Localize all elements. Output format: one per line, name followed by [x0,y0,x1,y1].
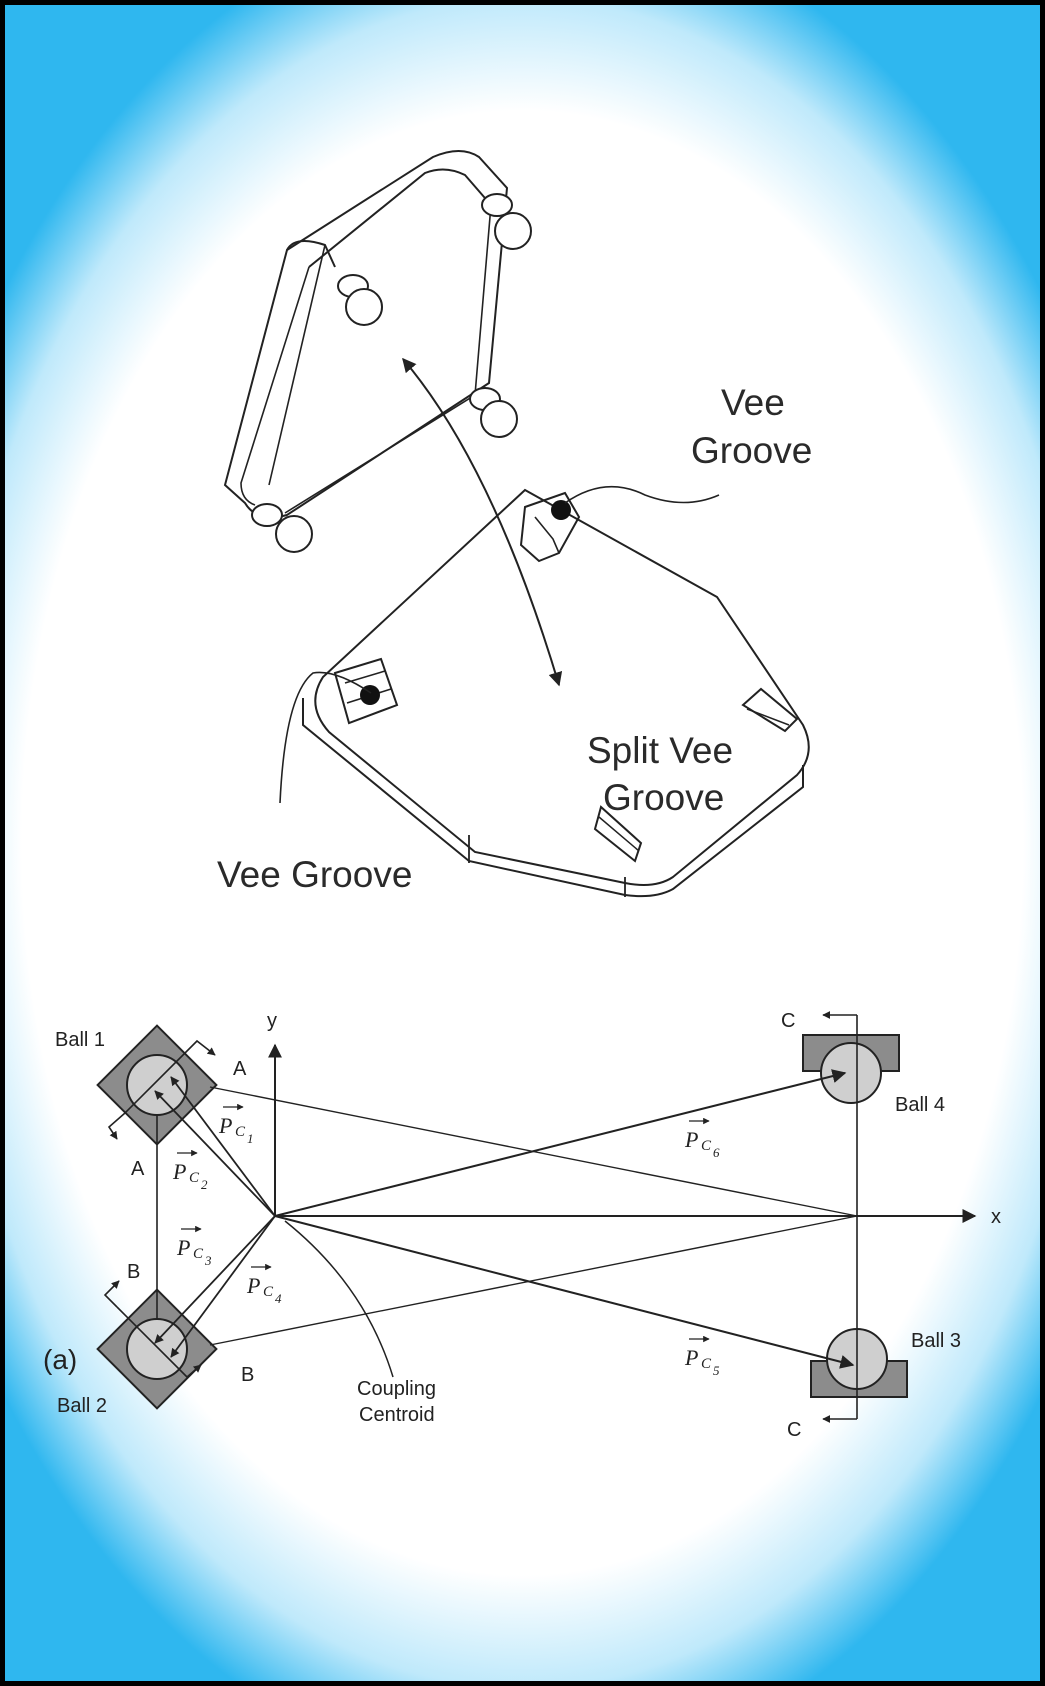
upper-plate [223,150,509,519]
svg-text:P: P [218,1113,232,1138]
coupling-centroid-label-2: Centroid [359,1404,435,1426]
svg-text:C: C [235,1124,246,1140]
svg-text:P: P [246,1273,260,1298]
svg-text:3: 3 [204,1253,212,1268]
vector-label-pc1: P C 1 [218,1103,254,1146]
leader-lines [279,485,720,804]
svg-text:1: 1 [247,1131,254,1146]
ball-3-label: Ball 3 [911,1330,961,1352]
label-split-vee-groove-2: Groove [603,777,724,818]
section-b-bottom: B [241,1364,254,1386]
section-c-bottom: C [787,1419,801,1441]
label-vee-groove-upper-1: Vee [721,382,785,423]
svg-text:C: C [263,1284,274,1300]
vector-label-pc3: P C 3 [176,1225,212,1268]
coupling-centroid-label-1: Coupling [357,1378,436,1400]
label-vee-groove-lower: Vee Groove [217,854,412,895]
ball-4-label: Ball 4 [895,1094,945,1116]
ball-1-label: Ball 1 [55,1029,105,1051]
svg-text:C: C [701,1138,712,1154]
section-b-top: B [127,1261,140,1283]
svg-text:2: 2 [201,1177,208,1192]
svg-text:4: 4 [275,1291,282,1306]
section-a-bottom: A [131,1158,145,1180]
ball-2-label: Ball 2 [57,1395,107,1417]
svg-text:P: P [684,1127,698,1152]
section-c-top: C [781,1010,795,1032]
vector-label-pc2: P C 2 [172,1149,208,1192]
svg-text:P: P [176,1235,190,1260]
axes: y x [267,1010,1001,1228]
kinematic-coupling-diagram: Vee Groove Split Vee Groove Vee Groove y… [43,150,1001,1441]
position-vectors [154,1069,855,1369]
section-a-top: A [233,1058,247,1080]
svg-text:C: C [701,1356,712,1372]
y-axis-label: y [267,1010,277,1032]
svg-text:C: C [193,1246,204,1262]
centroid-leader [284,1220,394,1378]
panel-label: (a) [43,1344,77,1375]
svg-text:6: 6 [713,1145,720,1160]
svg-text:C: C [189,1170,200,1186]
vector-label-pc4: P C 4 [246,1263,282,1306]
ball-4 [802,1034,900,1104]
lower-plate [302,488,810,898]
ball-3 [810,1328,908,1398]
x-axis-label: x [991,1206,1001,1228]
vector-label-pc6: P C 6 [684,1117,720,1160]
svg-text:5: 5 [713,1363,720,1378]
label-split-vee-groove-1: Split Vee [587,730,733,771]
svg-text:P: P [172,1159,186,1184]
mating-arrow [402,357,563,687]
section-markers [103,1011,857,1423]
vee-groove-block-lower [333,657,399,725]
svg-text:P: P [684,1345,698,1370]
split-vee-groove-blocks [593,687,799,863]
label-vee-groove-upper-2: Groove [691,430,812,471]
vector-label-pc5: P C 5 [684,1335,720,1378]
